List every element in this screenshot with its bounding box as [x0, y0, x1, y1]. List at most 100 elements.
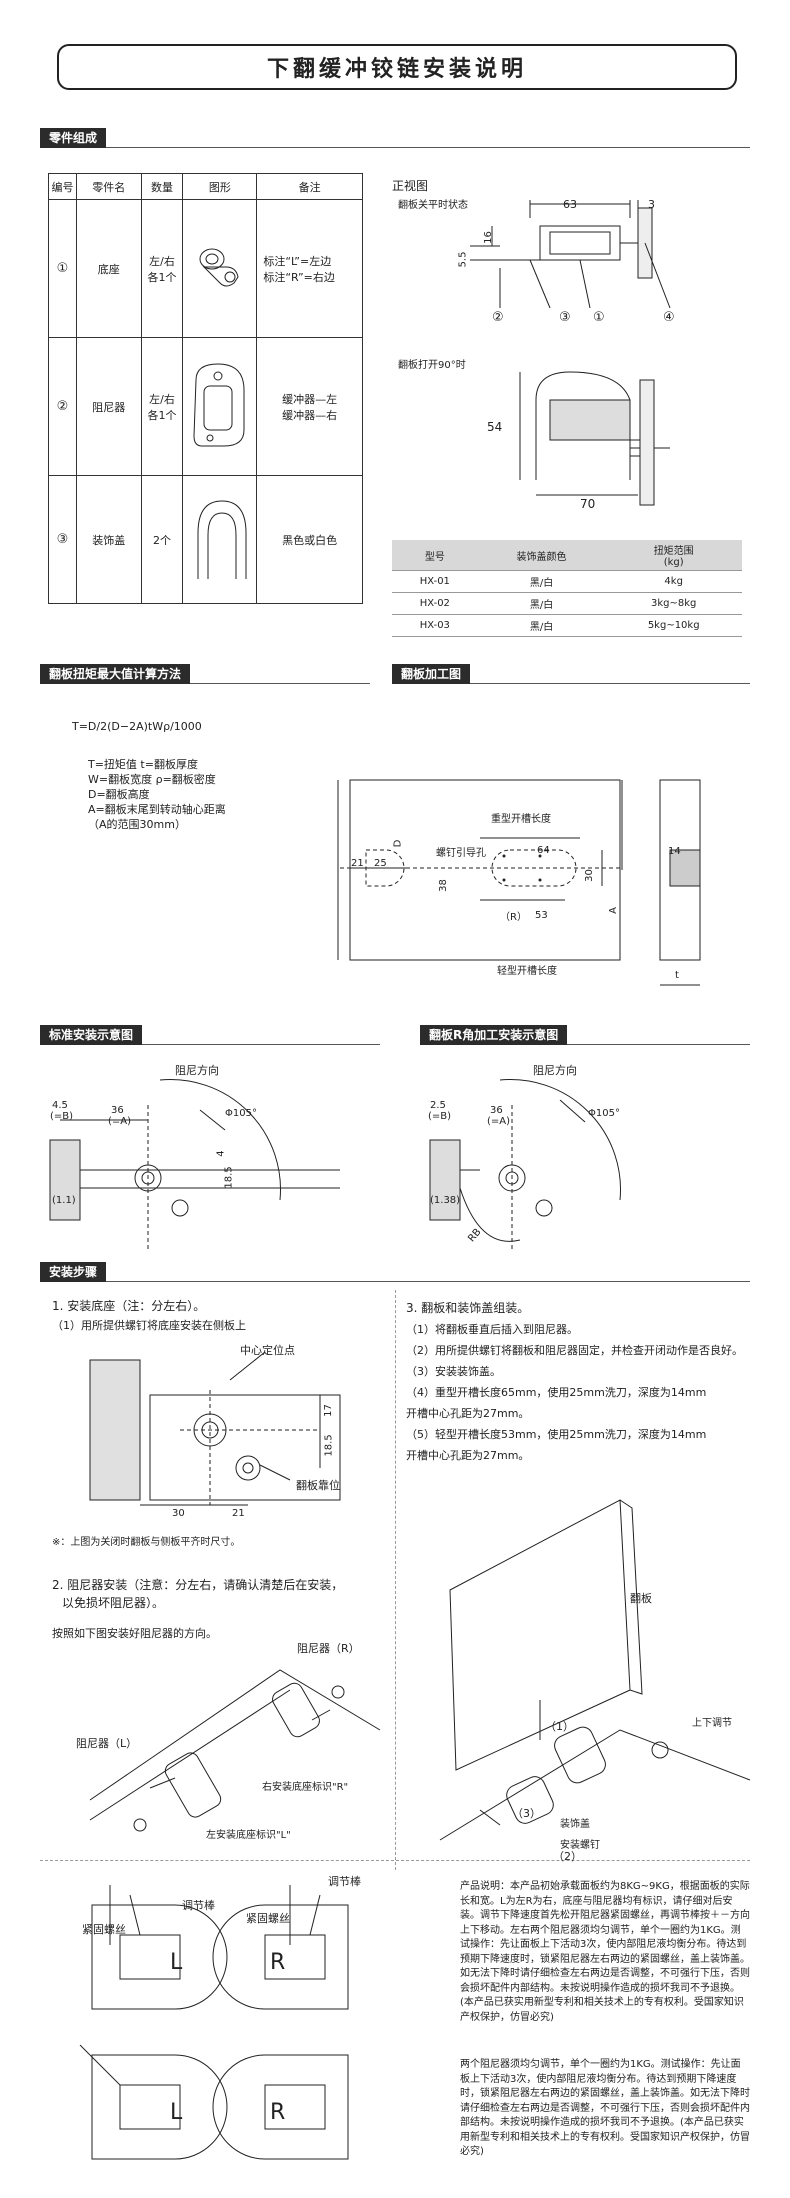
legend-line: W=翻板宽度 ρ=翻板密度 — [88, 773, 216, 786]
closed-state-label: 翻板关平时状态 — [398, 200, 468, 211]
part-no: ② — [48, 337, 77, 476]
dim-2-5: 2.5 — [430, 1100, 446, 1111]
dim-55: 5.5 — [457, 251, 469, 268]
dim-18-5: 18.5 — [223, 1166, 235, 1189]
part-qty: 左/右 — [149, 254, 175, 268]
front-view-title: 正视图 — [392, 179, 429, 193]
cell: 5kg~10kg — [605, 614, 742, 637]
table-row: ③ 装饰盖 2个 黑色或白色 — [48, 475, 363, 604]
heavy-slot-label: 重型开槽长度 — [491, 814, 551, 825]
dim-17: 17 — [322, 1404, 334, 1417]
r-install-diagram — [429, 1079, 621, 1250]
page-title: 下翻缓冲铰链安装说明 — [57, 44, 737, 90]
step1-note: ※：上图为关闭时翻板与侧板平齐时尺寸。 — [52, 1537, 241, 1548]
dim-A: (=A) — [108, 1116, 132, 1127]
part-qty: 各1个 — [147, 408, 177, 422]
step2-title: 2. 阻尼器安装（注意：分左右，请确认清楚后在安装， — [52, 1578, 344, 1592]
step1-base-diagram — [89, 1351, 341, 1506]
part-qty: 左/右 — [149, 392, 175, 406]
r-install-section-header: 翻板R角加工安装示意图 — [420, 1025, 750, 1045]
steps-section-label: 安装步骤 — [40, 1262, 107, 1282]
damper-r-label: 阻尼器（R） — [297, 1642, 360, 1655]
mark-l-label: 左安装底座标识"L" — [206, 1830, 291, 1841]
step3-item: （1）将翻板垂直后插入到阻尼器。 — [406, 1323, 578, 1336]
damper-part-image — [182, 337, 258, 476]
step2-sub: 按照如下图安装好阻尼器的方向。 — [52, 1627, 217, 1640]
dim-21: 21 — [232, 1508, 245, 1519]
dim-A: A — [607, 907, 619, 914]
col-header: 编号 — [48, 173, 77, 200]
dim-A: (=A) — [487, 1116, 511, 1127]
part-name: 阻尼器 — [75, 337, 142, 476]
cell: 黑/白 — [477, 592, 606, 615]
lock-screw-label-l: 紧固螺丝 — [82, 1923, 126, 1936]
dim-36: 36 — [111, 1105, 124, 1116]
dim-R: （R） — [500, 912, 527, 923]
dim-53: 53 — [535, 910, 548, 921]
center-point-label: 中心定位点 — [240, 1344, 295, 1357]
dim-3: 3 — [648, 198, 655, 211]
angle-105: Φ105° — [225, 1108, 257, 1119]
angle-105: Φ105° — [588, 1108, 620, 1119]
legend-line: D=翻板高度 — [88, 788, 150, 801]
dim-D: D — [392, 839, 404, 848]
left-marker: L — [170, 1950, 183, 1975]
mark-r-label: 右安装底座标识"R" — [262, 1782, 349, 1793]
dim-16: 16 — [482, 231, 494, 244]
cell: 黑/白 — [477, 570, 606, 593]
adjust-label: 上下调节 — [692, 1718, 732, 1729]
legend-line: （A的范围30mm） — [88, 818, 186, 831]
part-note: 黑色或白色 — [256, 475, 363, 604]
dim-36: 36 — [490, 1105, 503, 1116]
col-header: 装饰盖颜色 — [477, 540, 606, 571]
dim-70: 70 — [580, 497, 596, 511]
dim-4-5: 4.5 — [52, 1100, 68, 1111]
part-name: 装饰盖 — [75, 475, 142, 604]
step2-title-cont: 以免损坏阻尼器）。 — [62, 1596, 165, 1610]
machining-diagram — [337, 779, 701, 986]
screw-label: 安装螺钉 — [560, 1840, 600, 1851]
lock-screw-label-r: 紧固螺丝 — [246, 1912, 290, 1925]
col-header: 扭矩范围 (kg) — [605, 540, 742, 571]
torque-section-header: 翻板扭矩最大值计算方法 — [40, 664, 370, 684]
col-header: 零件名 — [75, 173, 142, 200]
parts-section-header: 零件组成 — [40, 128, 750, 148]
parts-section-label: 零件组成 — [40, 128, 107, 148]
step3-item: （4）重型开槽长度65mm，使用25mm洗刀，深度为14mm — [406, 1386, 707, 1399]
dim-64: 64 — [537, 845, 550, 856]
std-install-diagram — [49, 1079, 340, 1250]
table-row: ② 阻尼器 左/右各1个 缓冲器—左缓冲器—右 — [48, 337, 363, 476]
col-header: 型号 — [392, 540, 478, 571]
col-header: 图形 — [182, 173, 258, 200]
part-no: ③ — [48, 475, 77, 604]
part-note: 标注“L”=左边 — [263, 254, 332, 268]
cell: 黑/白 — [477, 614, 606, 637]
flap-label: 翻板 — [630, 1592, 652, 1605]
closed-state-diagram — [470, 200, 671, 309]
part-note: 缓冲器—左 — [282, 392, 338, 406]
dim-30: 30 — [172, 1508, 185, 1519]
damper-l-label: 阻尼器（L） — [76, 1737, 138, 1750]
cover-label: 装饰盖 — [560, 1819, 590, 1830]
r-install-section-label: 翻板R角加工安装示意图 — [420, 1025, 568, 1045]
step3-text: 3. 翻板和装饰盖组装。 （1）将翻板垂直后插入到阻尼器。 （2）用所提供螺钉将… — [406, 1297, 746, 1467]
adjust-divider — [40, 1860, 750, 1861]
step3-item: （5）轻型开槽长度53mm，使用25mm洗刀，深度为14mm — [406, 1428, 707, 1441]
cover-part-image — [182, 475, 258, 604]
step3-assembly-diagram — [439, 1499, 751, 1841]
callout-3: ③ — [559, 310, 571, 325]
base-part-image — [182, 199, 258, 338]
step1-title: 1. 安装底座（注：分左右）。 — [52, 1299, 206, 1313]
callout-4: ④ — [663, 310, 675, 325]
right-marker-2: R — [270, 2100, 286, 2125]
dim-t: t — [675, 970, 679, 981]
std-install-section-header: 标准安装示意图 — [40, 1025, 380, 1045]
open-state-diagram — [519, 371, 670, 506]
right-marker: R — [270, 1950, 286, 1975]
step3-marker-2: （2） — [553, 1850, 582, 1863]
part-note: 缓冲器—右 — [282, 408, 338, 422]
part-note: 标注“R”=右边 — [263, 270, 335, 284]
step3-marker-3: （3） — [512, 1807, 541, 1820]
